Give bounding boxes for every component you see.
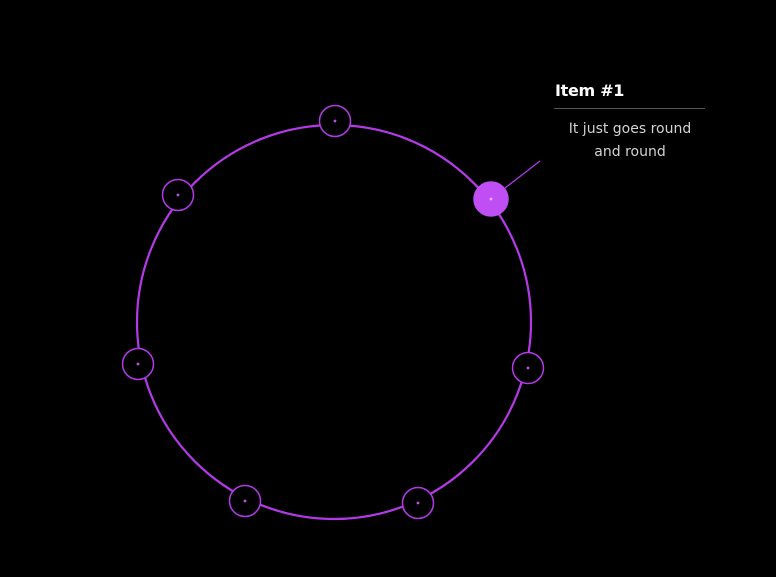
orbit-nodes	[121, 104, 545, 520]
orbit-node-5[interactable]	[121, 347, 155, 381]
orbit-node-center-dot	[416, 501, 420, 505]
orbit-node-6[interactable]	[161, 178, 195, 212]
orbit-node-center-dot	[176, 193, 180, 197]
orbit-node-center-dot	[526, 366, 530, 370]
orbit-node-1[interactable]	[473, 181, 509, 217]
orbit-node-center-dot	[136, 362, 140, 366]
item-tooltip: Item #1 It just goes round and round	[554, 80, 706, 164]
orbit-node-center-dot	[243, 499, 247, 503]
orbit-node-3[interactable]	[401, 486, 435, 520]
orbit-track	[135, 123, 533, 521]
tooltip-line-1: It just goes round	[568, 121, 692, 137]
orbit-node-center-dot	[489, 197, 493, 201]
orbit-node-7[interactable]	[318, 104, 352, 138]
tooltip-title: Item #1	[555, 81, 625, 100]
tooltip-description: It just goes round and round	[554, 118, 706, 164]
tooltip-line-2: and round	[594, 144, 666, 160]
tooltip-divider	[554, 108, 705, 109]
orbit-node-center-dot	[333, 119, 337, 123]
orbit-node-4[interactable]	[228, 484, 262, 518]
orbit-node-2[interactable]	[511, 351, 545, 385]
tooltip-connector	[504, 160, 541, 189]
